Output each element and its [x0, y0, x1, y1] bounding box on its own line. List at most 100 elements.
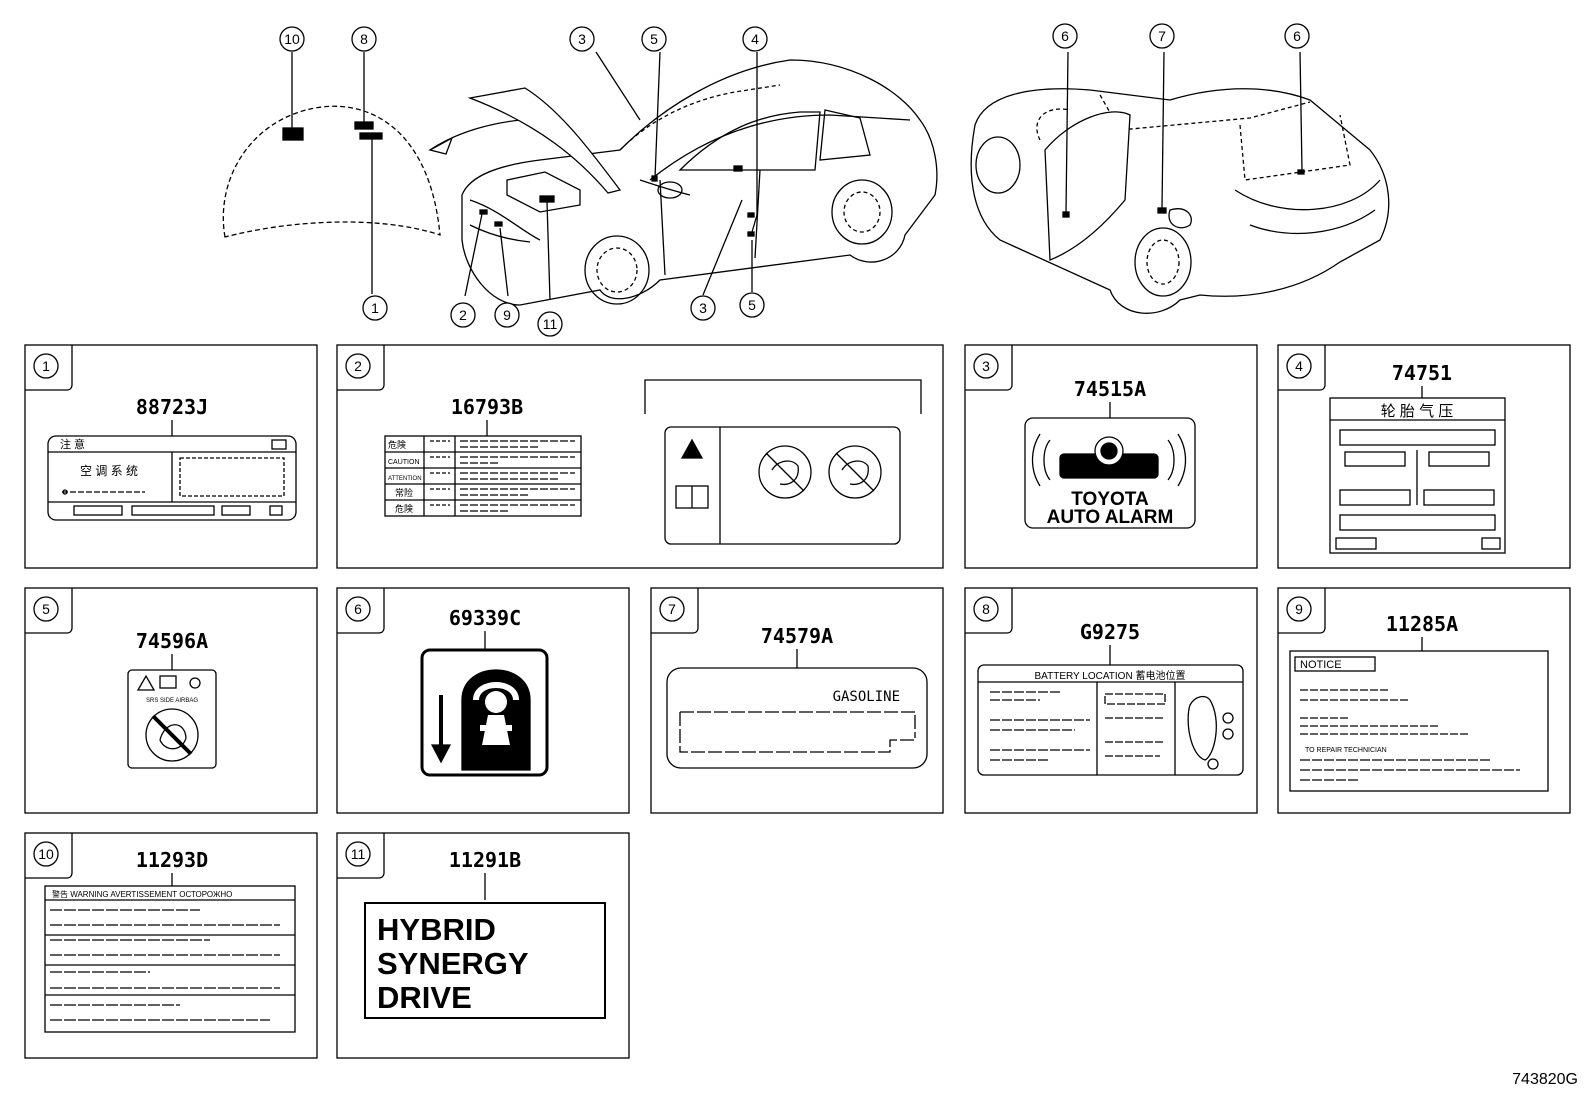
callout-circle-6b	[1284, 23, 1310, 49]
callout-4: 4	[751, 31, 759, 47]
hood-illustration	[222, 52, 546, 294]
label-74579A: GASOLINE	[666, 667, 928, 769]
front-car-illustration	[461, 51, 938, 306]
callout-3: 3	[578, 31, 586, 47]
callout-circle-2	[450, 302, 476, 328]
callout-circle-4	[742, 26, 768, 52]
panel-11-frame	[336, 832, 630, 1059]
part-number-69339C: 69339C	[449, 606, 521, 630]
callout-circle-10	[279, 26, 305, 52]
label-11291B-line3: DRIVE	[377, 980, 472, 1015]
label-16793B-row5: 危険	[395, 503, 413, 514]
callout-6a: 6	[1061, 28, 1069, 44]
part-number-74515A: 74515A	[1074, 377, 1146, 401]
label-88723J-subtitle: 空 调 系 统	[80, 464, 138, 478]
part-number-16793B: 16793B	[451, 395, 523, 419]
callout-9: 9	[503, 307, 511, 323]
label-G9275-title: BATTERY LOCATION 蓄电池位置	[1035, 669, 1186, 682]
label-74515A-line2: AUTO ALARM	[1047, 507, 1174, 528]
panel-11-number: 11	[351, 846, 366, 862]
label-11291B: HYBRID SYNERGY DRIVE	[364, 902, 606, 1019]
label-74751: 轮 胎 气 压	[1329, 397, 1506, 554]
label-11291B-line2: SYNERGY	[377, 946, 529, 981]
label-11293D: 警告 WARNING AVERTISSEMENT ОСТОРОЖНО	[44, 885, 296, 1033]
callout-circle-8	[351, 26, 377, 52]
label-74515A: TOYOTA AUTO ALARM	[1024, 417, 1196, 529]
part-number-88723J: 88723J	[136, 395, 208, 419]
callout-2: 2	[459, 307, 467, 323]
callout-1: 1	[371, 300, 379, 316]
label-74579A-text: GASOLINE	[833, 689, 900, 705]
label-16793B-row3: ATTENTION	[388, 476, 422, 482]
label-16793B: 危険 CAUTION ATTENTION 常险 危険	[384, 379, 922, 545]
rear-car-illustration	[970, 51, 1390, 314]
panel-3-frame	[964, 344, 1258, 569]
callout-10: 10	[284, 31, 300, 47]
panel-5-frame	[24, 587, 318, 814]
label-16793B-row2: CAUTION	[388, 459, 420, 466]
callout-5b: 5	[748, 297, 756, 313]
panel-6-number: 6	[354, 601, 362, 617]
panel-4-number: 4	[1295, 358, 1303, 374]
callout-11: 11	[543, 316, 558, 332]
label-74596A-text: SRS SIDE AIRBAG	[146, 698, 198, 704]
panel-3-number: 3	[982, 358, 990, 374]
label-74751-title: 轮 胎 气 压	[1381, 403, 1454, 420]
label-69339C	[420, 648, 549, 777]
label-11293D-title: 警告 WARNING AVERTISSEMENT ОСТОРОЖНО	[52, 889, 232, 899]
label-G9275: BATTERY LOCATION 蓄电池位置	[977, 664, 1244, 776]
label-74515A-line1: TOYOTA	[1071, 489, 1149, 510]
panel-4-frame	[1277, 344, 1571, 569]
callout-circle-5b	[739, 292, 765, 318]
part-number-74751: 74751	[1392, 361, 1452, 385]
label-74596A: SRS SIDE AIRBAG	[127, 669, 217, 769]
part-number-G9275: G9275	[1080, 620, 1140, 644]
callout-circle-3b	[690, 295, 716, 321]
label-88723J: 注 意 空 调 系 统	[47, 435, 297, 521]
label-11285A: NOTICE TO REPAIR TECHNICIAN	[1289, 650, 1549, 792]
panel-1-frame	[24, 344, 318, 569]
panel-8-frame	[964, 587, 1258, 814]
callout-3b: 3	[699, 300, 707, 316]
panel-10-number: 10	[38, 846, 54, 862]
part-number-11285A: 11285A	[1386, 612, 1458, 636]
panel-7-number: 7	[668, 601, 676, 617]
part-number-74596A: 74596A	[136, 629, 208, 653]
part-number-74579A: 74579A	[761, 624, 833, 648]
panel-2-frame	[336, 344, 944, 569]
callout-5: 5	[650, 31, 658, 47]
callout-circle-11	[537, 311, 563, 337]
label-16793B-row4: 常险	[395, 487, 413, 498]
panel-5-number: 5	[42, 601, 50, 617]
callout-8: 8	[360, 31, 368, 47]
callout-circle-3	[569, 26, 595, 52]
panel-8-number: 8	[982, 601, 990, 617]
panel-7-frame	[650, 587, 944, 814]
panel-frames	[24, 344, 1571, 1059]
leader-lines	[171, 386, 1423, 900]
callout-circle-7	[1149, 23, 1175, 49]
callout-circle-6a	[1052, 23, 1078, 49]
part-numbers: 88723J 16793B 74515A 74751 74596A 69339C…	[136, 361, 1458, 872]
panel-number-tabs: 1 2 3 4 5 6 7 8 9 10 11	[25, 345, 1326, 879]
panel-9-number: 9	[1295, 601, 1303, 617]
diagram-id: 743820G	[1512, 1071, 1578, 1088]
callout-circle-1	[362, 295, 388, 321]
callout-circle-5	[641, 26, 667, 52]
panel-6-frame	[336, 587, 630, 814]
label-11285A-subtitle: TO REPAIR TECHNICIAN	[1305, 747, 1387, 754]
label-16793B-row1: 危険	[388, 439, 406, 450]
panel-9-frame	[1277, 587, 1571, 814]
callout-7: 7	[1158, 28, 1166, 44]
callout-circle-9	[494, 302, 520, 328]
panel-10-frame	[24, 832, 318, 1059]
label-11285A-title: NOTICE	[1300, 659, 1342, 671]
part-number-11293D: 11293D	[136, 848, 208, 872]
panel-1-number: 1	[42, 358, 50, 374]
label-88723J-title: 注 意	[60, 437, 85, 451]
panel-2-number: 2	[354, 358, 362, 374]
part-number-11291B: 11291B	[449, 848, 521, 872]
callout-6b: 6	[1293, 28, 1301, 44]
label-11291B-line1: HYBRID	[377, 912, 496, 947]
